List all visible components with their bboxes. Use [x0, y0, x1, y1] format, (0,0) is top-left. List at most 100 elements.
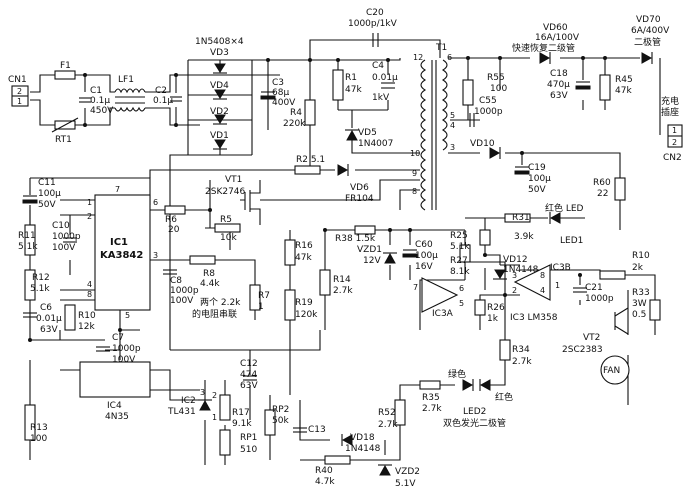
- label-r8-val: 4.4k: [200, 279, 220, 289]
- label-c10-v1: 1000p: [52, 232, 81, 242]
- label-r33-name: R33: [632, 288, 650, 298]
- label-cn1-p1: 1: [17, 97, 22, 106]
- label-ic3-pin3: 3: [512, 271, 517, 280]
- label-vd4: VD4: [210, 81, 229, 91]
- label-rp1-val: 510: [240, 445, 257, 455]
- label-r11-name: R11: [18, 231, 36, 241]
- label-c21-name: C21: [585, 283, 603, 293]
- label-ic1-p4: 4: [87, 280, 92, 289]
- label-r6-name: R6: [165, 215, 177, 225]
- label-vd2: VD2: [210, 107, 229, 117]
- label-t1-p4: 4: [450, 121, 455, 130]
- label-ic3-pin5: 5: [459, 299, 464, 308]
- label-vd60-val: 16A/100V: [535, 33, 580, 43]
- label-ic3-pin7: 7: [413, 283, 418, 292]
- label-vd12-name: VD12: [503, 255, 528, 265]
- label-vd12-val: 1N4148: [503, 265, 539, 275]
- label-charge-socket-1: 充电: [661, 95, 679, 107]
- label-r60-name: R60: [593, 178, 611, 188]
- label-two-resistors-2: 的电阻串联: [192, 308, 237, 320]
- label-ic3-pin8: 8: [540, 271, 545, 280]
- label-c3-v1: 68μ: [272, 88, 289, 98]
- label-ic3b: IC3B: [550, 263, 571, 273]
- label-r14-val: 2.7k: [333, 286, 353, 296]
- label-r25-name: R25: [450, 231, 468, 241]
- label-r17-val: 9.1k: [232, 419, 252, 429]
- label-c60-name: C60: [415, 240, 433, 250]
- label-r1-name: R1: [345, 73, 357, 83]
- labels: CN1 2 1 F1 RT1 C1 0.1μ 450V LF1 C2 0.1μ …: [8, 8, 682, 489]
- label-r4-val: 220k: [283, 119, 306, 129]
- label-t1-p9: 9: [412, 169, 417, 178]
- label-ic2-name: IC2: [181, 396, 196, 406]
- label-ic3-pin1: 1: [555, 281, 560, 290]
- label-vd70-desc: 二极管: [634, 36, 661, 48]
- label-c11-v2: 50V: [38, 200, 56, 210]
- label-r25-val: 5.1k: [450, 242, 470, 252]
- label-two-resistors-1: 两个 2.2k: [200, 297, 241, 308]
- label-vd6-val: FR104: [345, 194, 374, 204]
- label-r26-val: 1k: [487, 314, 499, 324]
- label-vzd1-name: VZD1: [357, 245, 382, 255]
- label-r35-val: 2.7k: [422, 404, 442, 414]
- label-t1-p3: 3: [450, 143, 455, 152]
- label-c18-v1: 470μ: [547, 80, 570, 90]
- label-ic2-val: TL431: [167, 407, 196, 417]
- label-r10-val: 12k: [78, 322, 95, 332]
- label-vd6-name: VD6: [350, 183, 369, 193]
- label-c6-name: C6: [40, 303, 52, 313]
- label-led1: LED1: [560, 236, 583, 246]
- label-c3-v2: 400V: [272, 98, 296, 108]
- label-vzd2-val: 5.1V: [395, 479, 416, 489]
- label-r10b-name: R10: [632, 251, 650, 261]
- label-c20-name: C20: [366, 8, 384, 18]
- label-t1-p6: 6: [447, 53, 452, 62]
- label-c1-v1: 0.1μ: [90, 96, 110, 106]
- label-ic4-name: IC4: [107, 401, 122, 411]
- label-f1: F1: [60, 61, 71, 71]
- label-r13-val: 100: [30, 434, 47, 444]
- label-r19-name: R19: [295, 298, 313, 308]
- label-bridge: 1N5408×4: [195, 37, 244, 47]
- label-rt1: RT1: [55, 135, 72, 145]
- label-r34-name: R34: [512, 345, 530, 355]
- label-ic1-name: IC1: [110, 237, 128, 248]
- label-r1-val: 47k: [345, 85, 362, 95]
- label-rp1-name: RP1: [240, 433, 257, 443]
- label-r40-name: R40: [315, 466, 333, 476]
- label-cn2-p2: 2: [672, 138, 677, 147]
- label-vd18-name: VD18: [350, 433, 375, 443]
- label-charge-socket-2: 插座: [661, 106, 679, 118]
- label-c60-v2: 16V: [415, 262, 433, 272]
- label-ic1-p5: 5: [125, 311, 130, 320]
- label-t1-p5: 5: [450, 111, 455, 120]
- label-vzd1-val: 12V: [363, 256, 381, 266]
- label-r35-name: R35: [422, 393, 440, 403]
- label-ic3-lm358: IC3 LM358: [510, 313, 558, 323]
- label-vt1-name: VT1: [225, 175, 242, 185]
- label-ic1-p8: 8: [87, 290, 92, 299]
- label-c12-name: C12: [240, 359, 258, 369]
- label-r45-val: 47k: [615, 86, 632, 96]
- label-t1-p12: 12: [413, 53, 423, 62]
- label-r55-name: R55: [487, 73, 505, 83]
- label-t1: T1: [435, 43, 447, 53]
- label-c7-v1: 1000p: [112, 344, 141, 354]
- label-c10-name: C10: [52, 221, 70, 231]
- label-vzd2-name: VZD2: [395, 467, 420, 477]
- label-ic2-p1: 1: [212, 413, 217, 422]
- label-red: 红色: [495, 391, 513, 403]
- label-vd10: VD10: [470, 139, 495, 149]
- label-r31-name: R31: [512, 213, 530, 223]
- label-ic1-p6: 6: [153, 198, 158, 207]
- label-r27-val: 8.1k: [450, 267, 470, 277]
- label-r5-val: 10k: [220, 233, 237, 243]
- label-vt2-val: 2SC2383: [562, 345, 603, 355]
- label-r16-val: 47k: [295, 253, 312, 263]
- label-vd5-name: VD5: [358, 128, 377, 138]
- label-c20-val: 1000p/1kV: [348, 19, 398, 29]
- label-c1-name: C1: [90, 86, 102, 96]
- label-c2-name: C2: [155, 86, 167, 96]
- label-c3-name: C3: [272, 78, 284, 88]
- label-ic1-val: KA3842: [100, 250, 143, 261]
